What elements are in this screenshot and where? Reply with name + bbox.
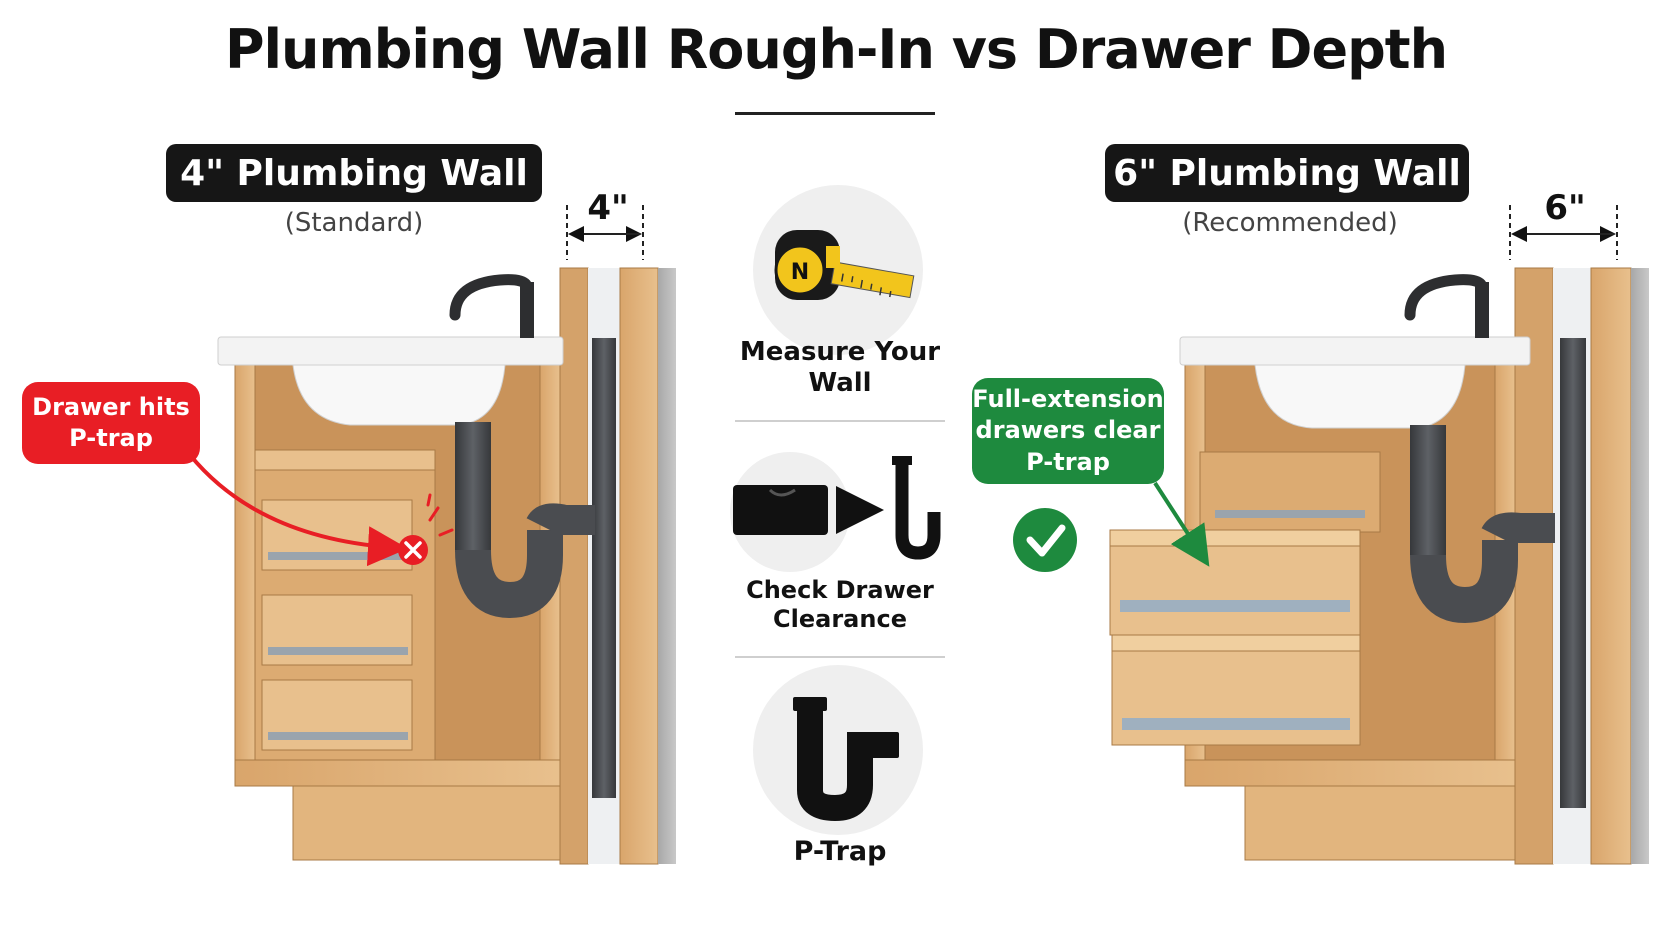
right-callout-drawers-clear: Full-extension drawers clear P-trap: [972, 378, 1164, 484]
tape-measure-icon: N: [753, 185, 923, 355]
right-wall-stud-back: [1590, 267, 1632, 865]
page-title: Plumbing Wall Rough-In vs Drawer Depth: [224, 18, 1448, 81]
left-cabinet-floor: [234, 759, 561, 787]
left-drawer-1: [261, 499, 413, 571]
right-wall-concrete: [1631, 268, 1649, 864]
right-wall-dimension: 6": [1544, 188, 1586, 228]
svg-text:N: N: [791, 260, 809, 285]
right-upper-drawer: [1199, 451, 1381, 533]
right-extended-drawer-1: [1109, 529, 1361, 636]
step-check-label: Check Drawer Clearance: [746, 576, 934, 633]
left-wall-concrete: [658, 268, 676, 864]
left-callout-drawer-hits: Drawer hits P-trap: [22, 382, 200, 464]
left-countertop: [217, 336, 564, 366]
left-callout-arrow: [188, 453, 408, 567]
left-p-trap: [455, 422, 595, 619]
left-panel-subheading: (Standard): [284, 208, 424, 238]
drawer-to-p-trap-icon: [730, 452, 941, 572]
left-drawer-2: [261, 594, 413, 666]
right-sink-basin: [1254, 364, 1466, 429]
p-trap-icon: [753, 665, 923, 835]
left-toe-kick: [292, 785, 561, 861]
right-p-trap: [1410, 425, 1555, 624]
impact-marks: [426, 493, 454, 537]
left-wall-dimension: 4": [587, 188, 629, 228]
left-panel-heading: 4" Plumbing Wall: [166, 144, 542, 202]
step-divider-2: [735, 656, 945, 658]
left-drain-stack: [592, 338, 616, 798]
check-icon: [1013, 508, 1077, 572]
right-faucet: [1475, 282, 1489, 338]
left-wall-stud-front: [559, 267, 589, 865]
right-scene: [1013, 205, 1649, 865]
title-underline: [735, 112, 935, 115]
right-extended-drawer-2: [1111, 634, 1361, 746]
right-countertop: [1179, 336, 1531, 366]
left-faucet: [520, 282, 534, 338]
left-wall-stud-back: [619, 267, 659, 865]
step-divider-1: [735, 420, 945, 422]
left-scene: [188, 205, 676, 865]
left-cabinet-side: [234, 364, 256, 786]
right-panel-heading: 6" Plumbing Wall: [1105, 144, 1469, 202]
left-drawer-3: [261, 679, 413, 751]
right-wall-stud-front: [1514, 267, 1554, 865]
right-toe-kick: [1244, 785, 1516, 861]
right-panel-subheading: (Recommended): [1182, 208, 1398, 238]
right-cabinet-floor: [1184, 759, 1516, 787]
left-sink-basin: [292, 364, 506, 426]
right-callout-arrow: [1153, 481, 1210, 567]
right-drain-stack: [1560, 338, 1586, 808]
step-measure-label: Measure Your Wall: [739, 337, 941, 399]
step-p-trap-label: P-Trap: [793, 836, 887, 867]
